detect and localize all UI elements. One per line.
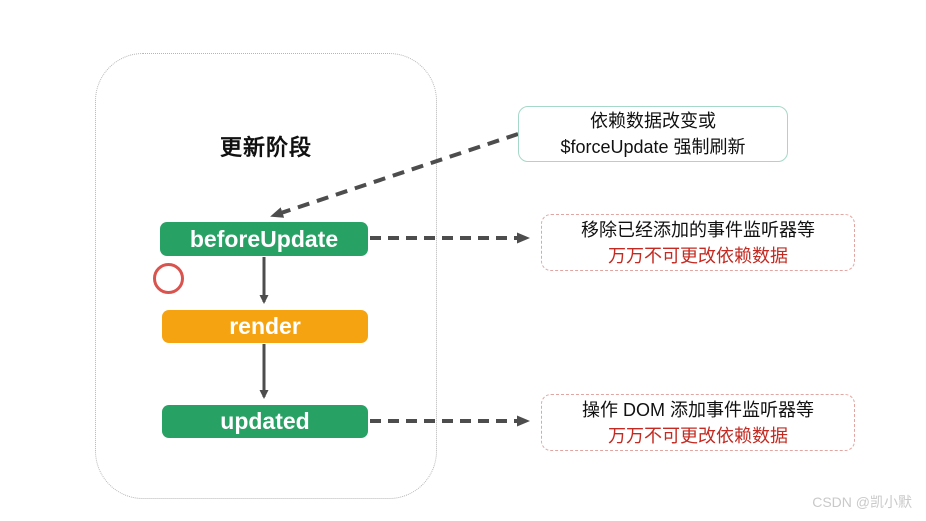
annotation-before-update-note-line1: 移除已经添加的事件监听器等 [581, 219, 815, 240]
annotation-before-update-note-warning: 万万不可更改依赖数据 [608, 245, 788, 266]
phase-title: 更新阶段 [219, 135, 312, 160]
node-render: render [162, 310, 368, 343]
node-updated: updated [162, 405, 368, 438]
annotation-updated-note-line1: 操作 DOM 添加事件监听器等 [582, 399, 814, 420]
annotation-updated-note-warning: 万万不可更改依赖数据 [608, 425, 788, 446]
node-updated-label: updated [220, 408, 310, 434]
watermark: CSDN @凯小默 [812, 494, 912, 510]
node-before-update: beforeUpdate [160, 222, 368, 256]
annotation-update-trigger-line1: 依赖数据改变或 [590, 111, 716, 131]
annotation-update-trigger: 依赖数据改变或 $forceUpdate 强制刷新 [518, 106, 788, 162]
highlight-circle [153, 263, 184, 294]
update-phase-container [95, 53, 437, 499]
node-before-update-label: beforeUpdate [189, 225, 339, 252]
node-render-label: render [229, 313, 301, 339]
annotation-updated-note: 操作 DOM 添加事件监听器等 万万不可更改依赖数据 [541, 394, 855, 451]
annotation-before-update-note: 移除已经添加的事件监听器等 万万不可更改依赖数据 [541, 214, 855, 271]
annotation-update-trigger-line2: $forceUpdate 强制刷新 [560, 137, 746, 157]
